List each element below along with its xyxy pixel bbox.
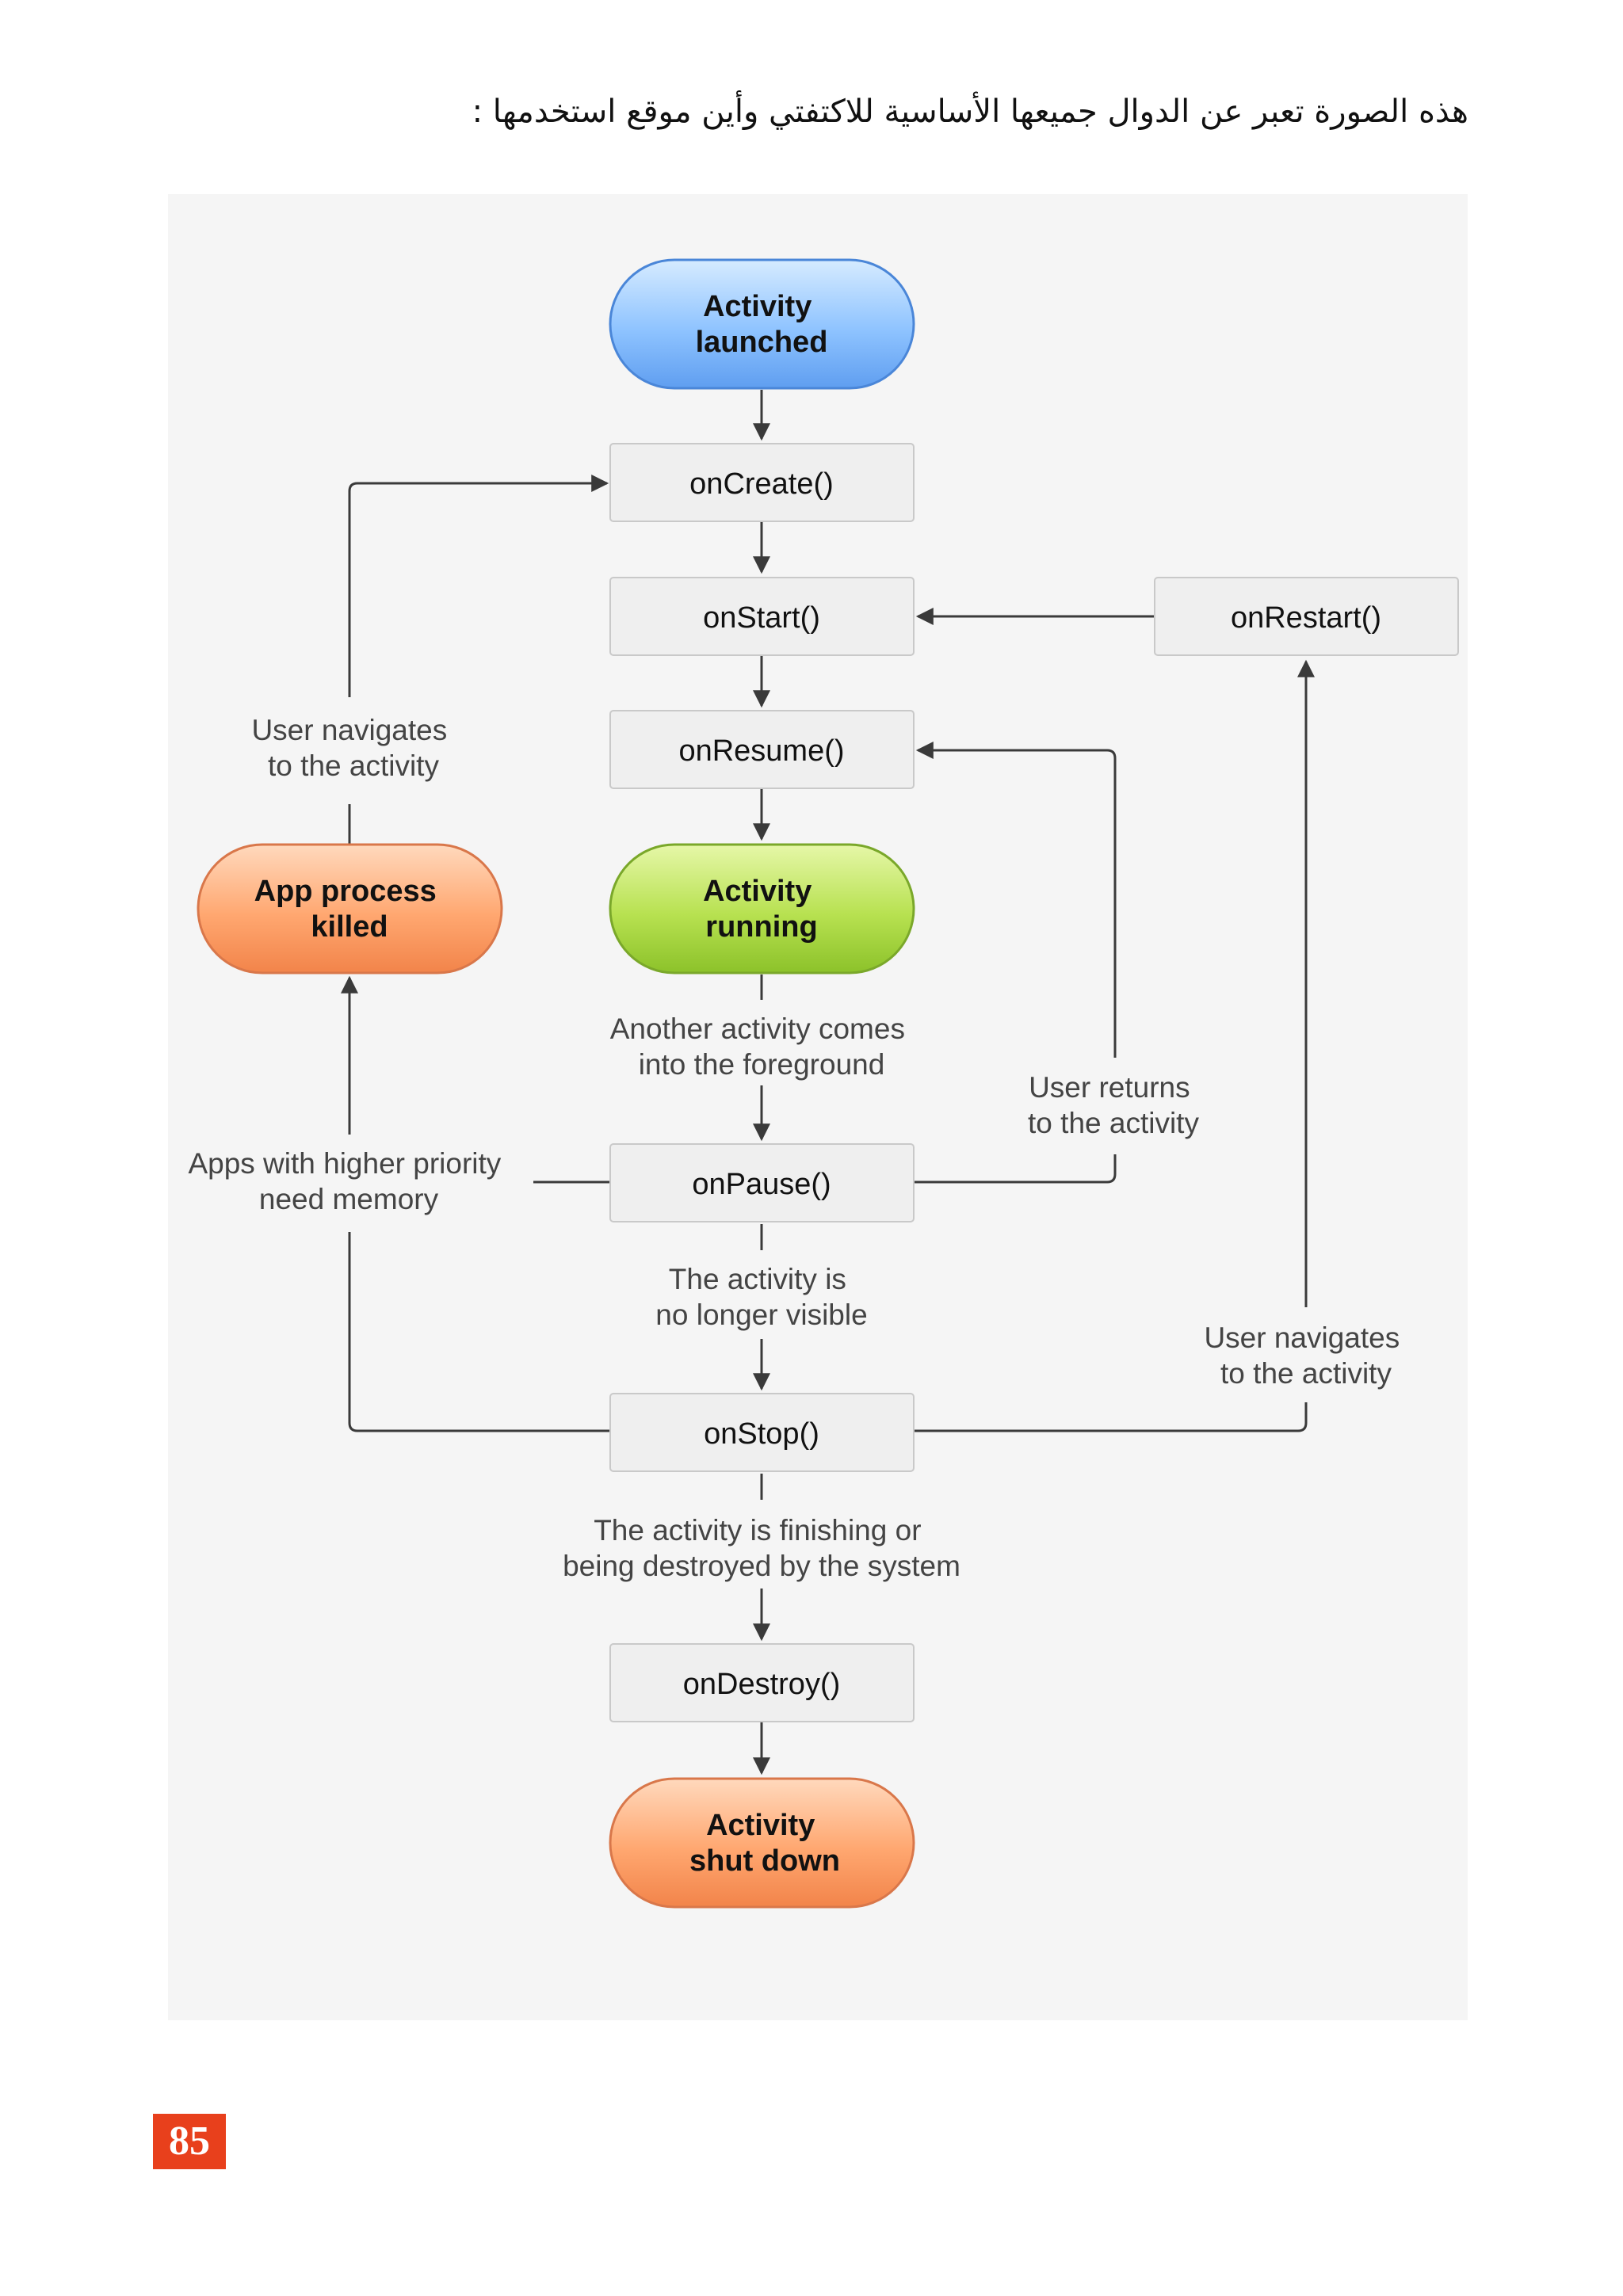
- state-running-line2: running: [705, 910, 817, 944]
- label-no-longer-visible-line1: The activity is: [669, 1263, 846, 1295]
- label-user-navigates-right: User navigates to the activity: [1204, 1322, 1407, 1390]
- label-no-longer-visible: The activity is no longer visible: [655, 1263, 867, 1331]
- callback-oncreate: onCreate(): [609, 443, 915, 522]
- label-higher-priority-line2: need memory: [259, 1183, 439, 1215]
- onstop-label: onStop(): [704, 1417, 819, 1451]
- svg-text:Activity running: Activity running: [703, 875, 820, 944]
- oncreate-label: onCreate(): [689, 467, 834, 501]
- page-number-badge: 85: [153, 2114, 226, 2169]
- label-user-navigates-left-line2: to the activity: [268, 749, 439, 782]
- callback-onstop: onStop(): [609, 1393, 915, 1472]
- edge-onpause-to-onresume: [914, 750, 1117, 1184]
- callback-onrestart: onRestart(): [1154, 577, 1459, 656]
- state-activity-launched: Activity launched: [609, 258, 915, 390]
- onresume-label: onResume(): [678, 734, 844, 768]
- edge-killed-to-oncreate: [348, 483, 607, 844]
- svg-text:Activity launched: Activity launched: [696, 290, 828, 359]
- label-user-returns-line2: to the activity: [1028, 1107, 1199, 1139]
- label-user-navigates-right-line1: User navigates: [1204, 1322, 1400, 1354]
- state-shutdown-line1: Activity: [706, 1809, 815, 1842]
- label-user-navigates-left: User navigates to the activity: [251, 714, 455, 782]
- callback-ondestroy: onDestroy(): [609, 1643, 915, 1722]
- onpause-label: onPause(): [692, 1168, 831, 1201]
- onrestart-label: onRestart(): [1231, 601, 1381, 635]
- state-launched-line1: Activity: [703, 290, 812, 323]
- label-another-activity-line1: Another activity comes: [610, 1013, 905, 1045]
- ondestroy-label: onDestroy(): [683, 1668, 841, 1701]
- callback-onpause: onPause(): [609, 1143, 915, 1222]
- label-no-longer-visible-line2: no longer visible: [655, 1299, 867, 1331]
- label-user-returns: User returns to the activity: [1028, 1071, 1199, 1139]
- label-user-returns-line1: User returns: [1029, 1071, 1190, 1104]
- label-finishing-line2: being destroyed by the system: [563, 1550, 960, 1582]
- state-shutdown-line2: shut down: [689, 1844, 840, 1878]
- state-activity-running: Activity running: [609, 843, 915, 974]
- label-another-activity: Another activity comes into the foregrou…: [610, 1013, 914, 1081]
- connectors: [348, 390, 1306, 1775]
- label-another-activity-line2: into the foreground: [639, 1048, 885, 1081]
- state-launched-line2: launched: [696, 326, 828, 359]
- onstart-label: onStart(): [703, 601, 820, 635]
- edge-onstop-to-onrestart: [914, 662, 1306, 1432]
- label-finishing: The activity is finishing or being destr…: [563, 1514, 960, 1582]
- label-user-navigates-left-line1: User navigates: [251, 714, 447, 746]
- label-higher-priority: Apps with higher priority need memory: [188, 1147, 509, 1215]
- state-killed-line1: App process: [254, 875, 437, 908]
- page-heading: هذه الصورة تعبر عن الدوال جميعها الأساسي…: [472, 93, 1468, 130]
- svg-text:App process killed: App process killed: [254, 875, 445, 944]
- label-higher-priority-line1: Apps with higher priority: [188, 1147, 501, 1180]
- svg-text:Activity shut down: Activity shut down: [689, 1809, 840, 1878]
- state-running-line1: Activity: [703, 875, 812, 908]
- state-activity-shut-down: Activity shut down: [609, 1777, 915, 1909]
- state-killed-line2: killed: [311, 910, 388, 944]
- callback-onstart: onStart(): [609, 577, 915, 656]
- edge-onstop-to-killed: [349, 978, 610, 1432]
- state-app-process-killed: App process killed: [197, 843, 503, 974]
- label-finishing-line1: The activity is finishing or: [594, 1514, 921, 1547]
- label-user-navigates-right-line2: to the activity: [1220, 1357, 1392, 1390]
- callback-onresume: onResume(): [609, 710, 915, 789]
